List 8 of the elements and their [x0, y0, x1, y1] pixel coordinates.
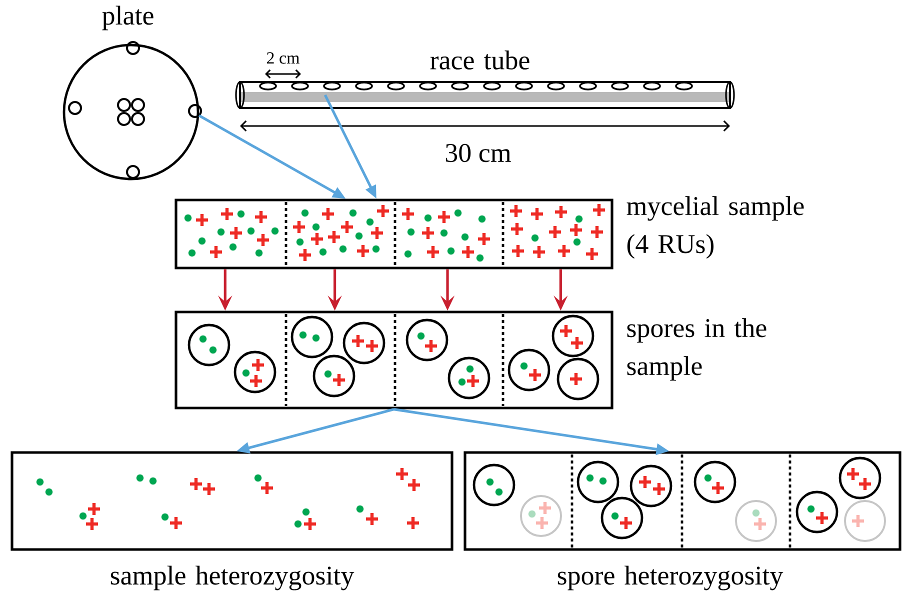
node-label: race tube: [430, 50, 530, 70]
node-label: sample heterozygosity: [110, 566, 354, 590]
node-label: plate: [102, 6, 154, 30]
node-label: spores in the sample: [627, 318, 766, 381]
node-label: mycelial sample (4 RUs): [626, 196, 804, 259]
dimension-label: 2 cm: [267, 52, 300, 64]
node-label: spore heterozygosity: [558, 566, 784, 590]
dimension-label: 30 cm: [446, 144, 511, 162]
